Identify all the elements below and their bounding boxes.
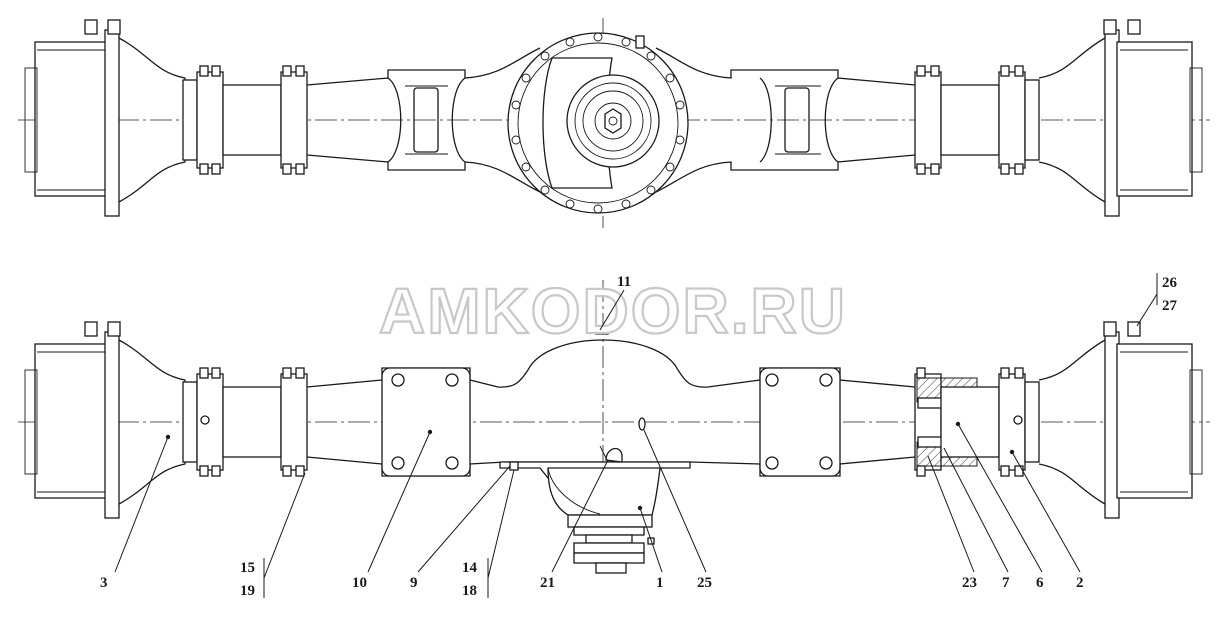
callout-11: 11 xyxy=(617,274,631,290)
callout-6: 6 xyxy=(1036,575,1044,591)
front-view-left-wheel-hub xyxy=(24,321,198,519)
callout-14: 14 xyxy=(462,560,478,576)
callout-21: 21 xyxy=(540,575,555,591)
front-view-differential-carrier xyxy=(499,461,691,574)
callout-15: 15 xyxy=(240,560,255,576)
callouts: 11 26 27 3 15 19 10 9 14 18 21 1 xyxy=(100,273,1178,599)
callout-19: 19 xyxy=(240,583,255,599)
front-view-right-flanges xyxy=(914,367,1026,477)
callout-3: 3 xyxy=(100,575,108,591)
top-view-left-arm xyxy=(306,47,541,193)
callout-7: 7 xyxy=(1002,575,1010,591)
top-view xyxy=(18,18,1210,228)
top-view-cover-bolts xyxy=(511,32,685,214)
top-view-right-arm xyxy=(655,47,916,193)
top-view-left-wheel-hub xyxy=(24,19,198,217)
front-view-right-wheel-hub xyxy=(1024,321,1203,519)
watermark: AMKODOR.RU xyxy=(379,275,847,347)
callout-18: 18 xyxy=(462,583,477,599)
top-view-right-flanges xyxy=(914,65,1026,175)
top-view-left-flanges xyxy=(196,65,308,175)
callout-9: 9 xyxy=(410,575,418,591)
front-view-left-flanges xyxy=(196,367,308,477)
callout-2: 2 xyxy=(1076,575,1084,591)
front-view-axle-housing xyxy=(306,327,916,477)
callout-23: 23 xyxy=(962,575,977,591)
front-view xyxy=(18,280,1210,574)
callout-26: 26 xyxy=(1162,275,1178,291)
callout-25: 25 xyxy=(697,575,712,591)
callout-10: 10 xyxy=(352,575,367,591)
top-view-differential xyxy=(507,32,689,214)
callout-1: 1 xyxy=(656,575,664,591)
callout-27: 27 xyxy=(1162,298,1178,314)
top-view-right-wheel-hub xyxy=(1024,19,1203,217)
